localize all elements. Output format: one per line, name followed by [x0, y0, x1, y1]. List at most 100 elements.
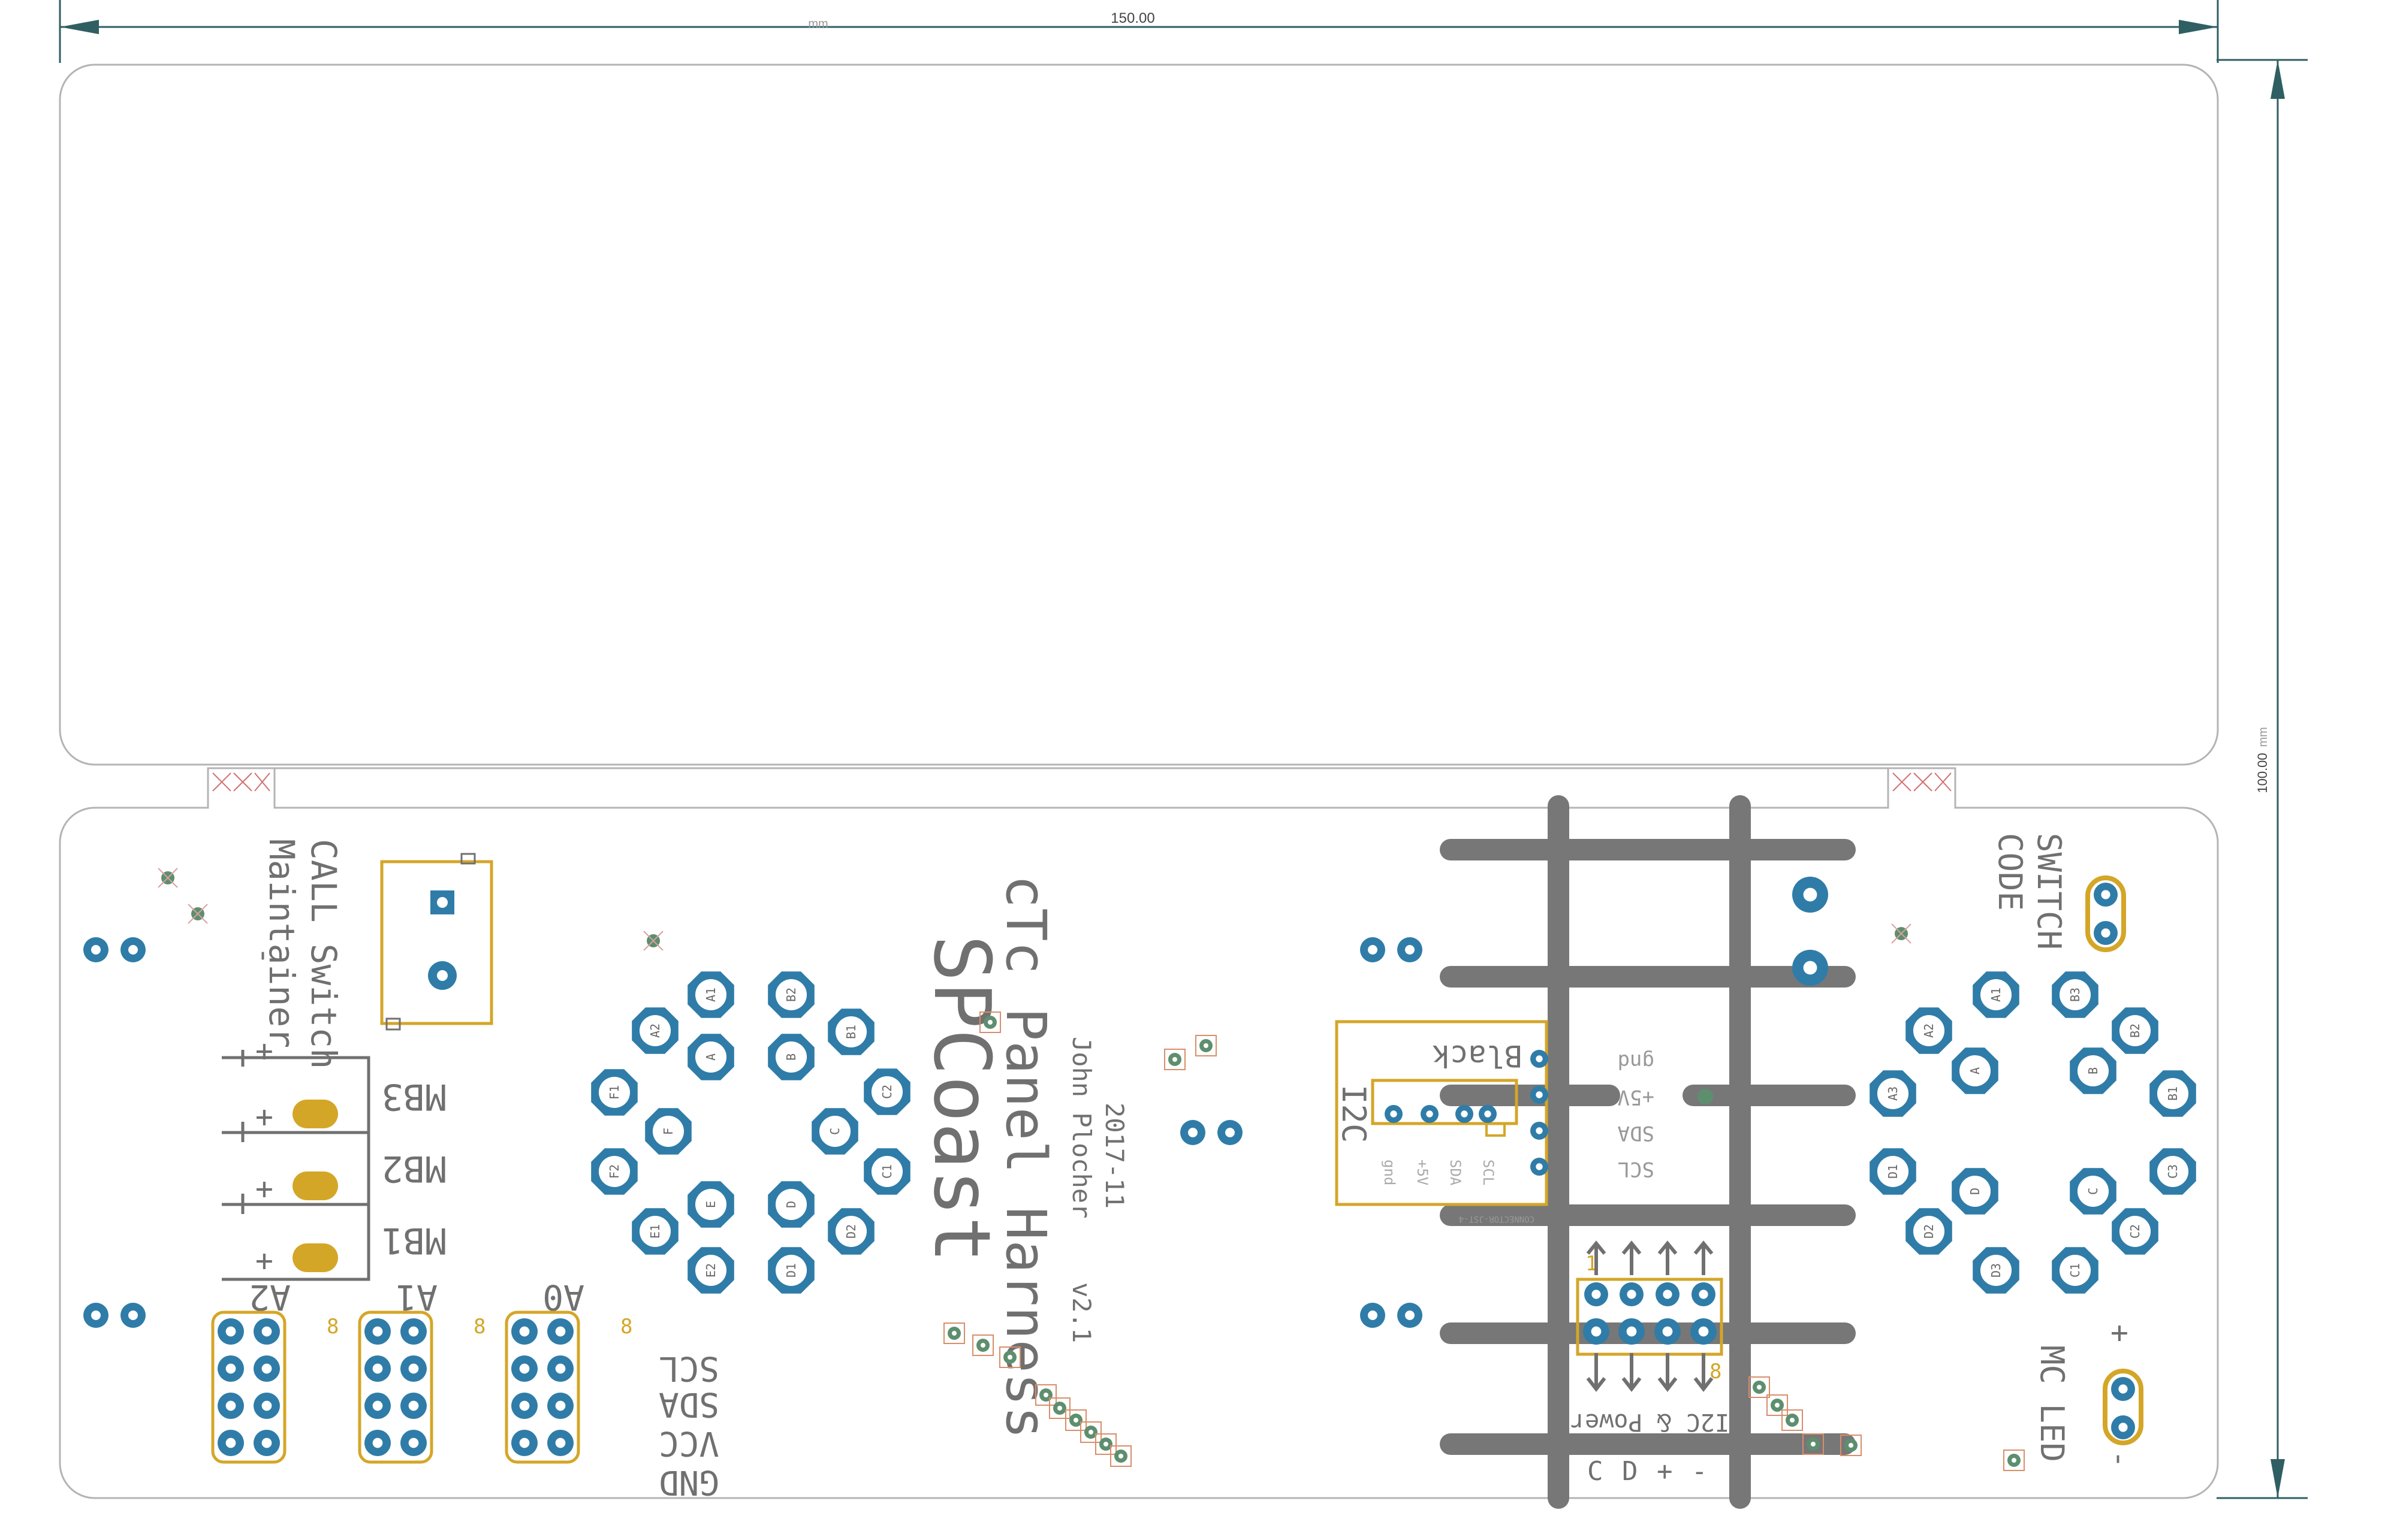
segment-pad-hole: [639, 1215, 671, 1248]
test-point-frame: [1065, 1409, 1087, 1431]
conn-pin-pad-hole: [1426, 1110, 1433, 1118]
segment-pad-label: D1: [784, 1263, 798, 1278]
width-label: 150.00: [1111, 10, 1154, 26]
conn-part: CONNECTOR-JST-4: [1459, 1214, 1534, 1224]
test-point-hole: [1790, 1418, 1795, 1423]
via-marker: [643, 931, 664, 951]
test-point-hole: [981, 1343, 985, 1348]
address-header-pin-hole: [519, 1438, 530, 1448]
header-label: I2C & Power: [1570, 1408, 1729, 1436]
segment-pad-label: D: [1968, 1188, 1982, 1195]
segment-pad-hole: [598, 1076, 631, 1109]
i2c-pin-pad-hole: [1536, 1163, 1543, 1170]
mounting-pad-hole: [1368, 945, 1377, 955]
i2c-label: I2C: [1335, 1085, 1373, 1143]
address-header-pin-hole: [261, 1400, 272, 1411]
bottom-panel-outline: [59, 767, 2219, 1499]
segment-pad-label: B: [2086, 1067, 2100, 1074]
via-marker: [1891, 923, 1911, 944]
pin-scl: SCL: [1618, 1157, 1654, 1181]
conn-rotated-pins: gnd +5V SDA SCL: [1381, 1159, 1497, 1186]
rot-gnd: gnd: [1381, 1159, 1398, 1185]
segment-pad-hole: [695, 1041, 727, 1073]
conn-pin-pad-hole: [1461, 1110, 1468, 1118]
bus-letters: C D + -: [1587, 1456, 1708, 1487]
test-point-hole: [1775, 1403, 1780, 1408]
mounting-pad-hole: [91, 1310, 101, 1320]
width-unit: mm: [808, 17, 828, 31]
switch-pad-hole: [2118, 1423, 2128, 1432]
large-pad-hole: [1803, 887, 1817, 902]
test-point-frame: [1080, 1421, 1102, 1443]
address-header-pin-hole: [372, 1363, 383, 1374]
test-point-frame: [943, 1322, 965, 1344]
test-point-frame: [979, 1011, 1001, 1033]
width-dimension: 150.00 mm: [59, 0, 2219, 63]
segment-pad-label: A3: [1886, 1086, 1900, 1101]
up-arrow: [1621, 1240, 1642, 1275]
via-marker: [188, 904, 208, 924]
segment-pad-hole: [1877, 1077, 1909, 1110]
rot-scl: SCL: [1480, 1159, 1497, 1185]
test-point-frame: [972, 1334, 994, 1356]
bus-scl: SCL: [659, 1349, 719, 1388]
test-point-frame: [2003, 1450, 2025, 1471]
test-point-hole: [1074, 1418, 1078, 1423]
mb-pads: [293, 1100, 338, 1272]
code-label: CODE: [1991, 833, 2029, 911]
bus-plus: +: [1657, 1456, 1673, 1487]
mounting-pad-hole: [1368, 1310, 1377, 1320]
segment-pad-hole: [2119, 1215, 2151, 1248]
address-header-pin-hole: [555, 1400, 566, 1411]
test-point-frame: [1035, 1384, 1057, 1406]
up-arrow: [1657, 1240, 1678, 1275]
a2-pin8: 8: [327, 1315, 339, 1339]
i2c-power-header: I2C & Power 1 8: [1570, 1252, 1729, 1436]
sign-3: +: [248, 1109, 282, 1127]
via: [1697, 1089, 1713, 1104]
address-header-pin-hole: [408, 1363, 419, 1374]
header-pin-pad-hole: [1698, 1326, 1709, 1337]
i2c-pin-pad-hole: [1536, 1091, 1543, 1098]
author: John Plocher: [1067, 1037, 1096, 1218]
segment-pad-label: F2: [607, 1164, 622, 1179]
header-pin-pad-hole: [1627, 1290, 1636, 1299]
via-marker: [158, 868, 178, 888]
down-arrow: [1621, 1353, 1642, 1392]
test-point-frame: [999, 1346, 1021, 1368]
segment-pad-label: A1: [1989, 988, 2003, 1002]
address-headers: [211, 1310, 580, 1464]
segment-pad-label: E1: [648, 1224, 662, 1239]
header-pin-pad-hole: [1591, 1326, 1602, 1337]
switch-pad-hole: [2101, 890, 2110, 899]
test-point-hole: [1089, 1430, 1093, 1435]
segment-pad-label: C1: [2068, 1263, 2082, 1278]
large-pad-hole: [1803, 961, 1817, 975]
mb-signs: + - + + +: [248, 947, 282, 1270]
segment-pad-label: C2: [880, 1085, 894, 1099]
conn-pin-pad-hole: [1484, 1110, 1491, 1118]
segment-pad-label: D: [784, 1201, 798, 1208]
segment-pad-label: E2: [704, 1263, 718, 1278]
mounting-pad-hole: [1188, 1128, 1198, 1137]
bus-vcc: VCC: [659, 1424, 719, 1463]
address-header-pin-hole: [261, 1438, 272, 1448]
board-outline: [59, 64, 2219, 1499]
address-header-pin-hole: [519, 1363, 530, 1374]
segment-pad-hole: [2077, 1175, 2109, 1207]
address-header-pin-hole: [225, 1400, 236, 1411]
bus-sda: SDA: [659, 1385, 719, 1424]
address-header-pin-hole: [225, 1438, 236, 1448]
segment-pad-hole: [695, 1188, 727, 1221]
segment-pad-hole: [835, 1215, 867, 1248]
segment-pad-label: C1: [880, 1164, 894, 1179]
test-point-hole: [1849, 1443, 1853, 1448]
mc-led: MC LED + -: [2033, 1324, 2143, 1468]
i2c-connector: I2C Black CONNECTOR-JST-4: [1335, 1020, 1548, 1224]
code-switch: CODE SWITCH: [1991, 833, 2126, 952]
segment-pad-hole: [1959, 1055, 1991, 1087]
header-arrows: [1586, 1240, 1714, 1392]
segment-pad-hole: [695, 1254, 727, 1287]
header-pin-pad-hole: [1699, 1290, 1708, 1299]
segment-pad-hole: [775, 1188, 807, 1221]
